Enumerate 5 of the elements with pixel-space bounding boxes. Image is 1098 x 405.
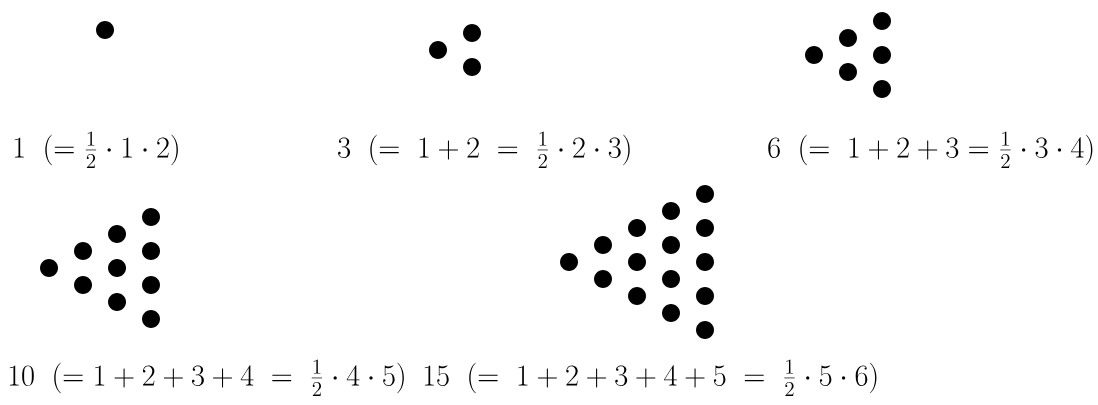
- formula-label: $15\ \ (=\ 1+2+3+4+5\ =\ \frac{1}{2}\cdot 5\cdot 6)$: [424, 359, 877, 396]
- formula-label: $10\ \ (=1+2+3+4\ =\ \frac{1}{2}\cdot 4\cdot 5)$: [9, 359, 404, 396]
- formula-label: $1\ \ (=\frac{1}{2}\cdot 1\cdot 2)$: [14, 131, 178, 168]
- formula-label: $3\ \ (=\ 1+2\ =\ \frac{1}{2}\cdot 2\cdot 3)$: [338, 131, 630, 168]
- formula-label: $6\ \ (=\ 1+2+3=\frac{1}{2}\cdot 3\cdot 4)$: [768, 131, 1093, 168]
